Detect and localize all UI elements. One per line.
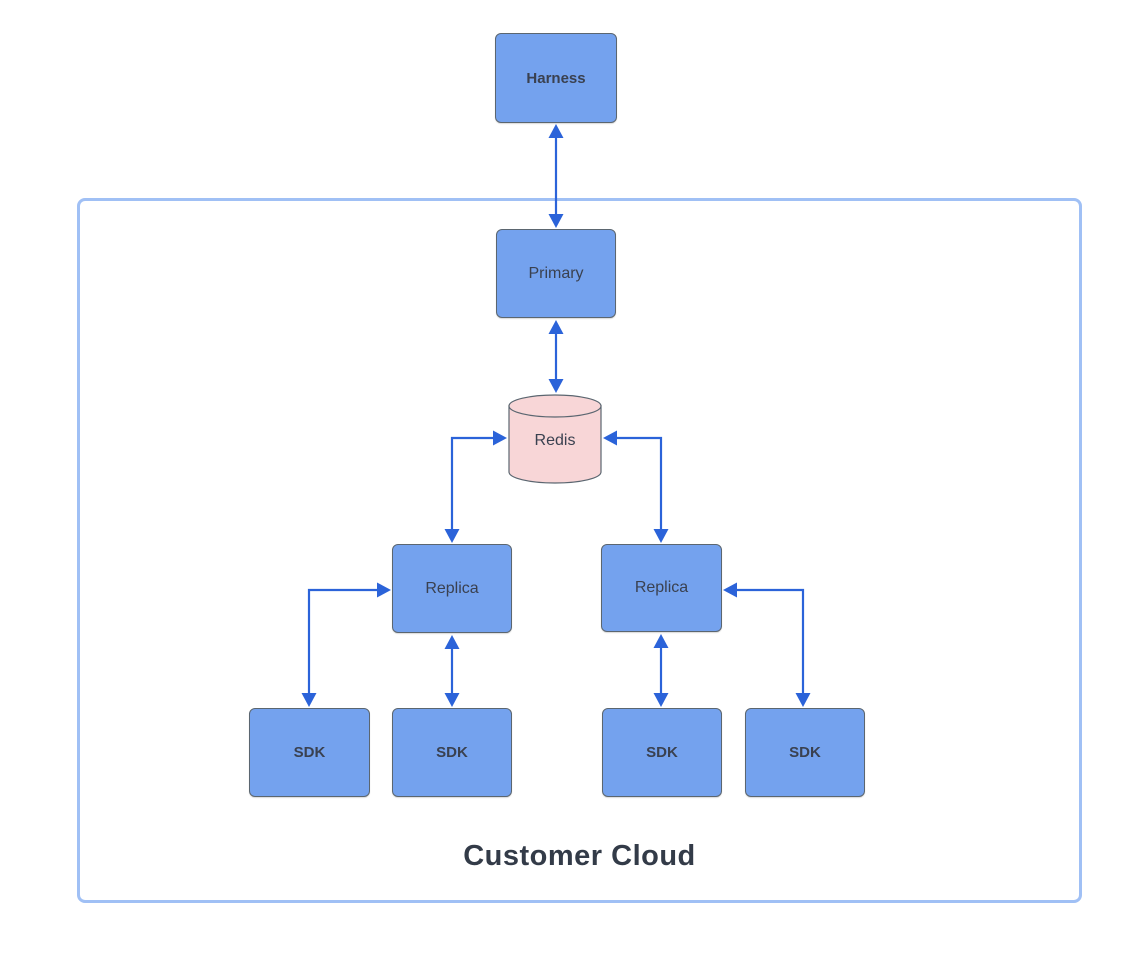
node-sdk-3-label: SDK xyxy=(646,744,678,761)
node-sdk-3: SDK xyxy=(602,708,722,797)
node-replica-right: Replica xyxy=(601,544,722,632)
node-sdk-4-label: SDK xyxy=(789,744,821,761)
node-harness: Harness xyxy=(495,33,617,123)
node-sdk-2-label: SDK xyxy=(436,744,468,761)
node-primary-label: Primary xyxy=(528,264,584,282)
node-redis: Redis xyxy=(509,398,601,483)
customer-cloud-container xyxy=(77,198,1082,903)
customer-cloud-title: Customer Cloud xyxy=(463,840,696,872)
node-redis-label: Redis xyxy=(534,431,576,449)
node-sdk-1: SDK xyxy=(249,708,370,797)
node-harness-label: Harness xyxy=(526,69,586,87)
node-sdk-4: SDK xyxy=(745,708,865,797)
node-replica-left-label: Replica xyxy=(425,579,479,597)
node-sdk-1-label: SDK xyxy=(293,744,326,761)
node-sdk-2: SDK xyxy=(392,708,512,797)
node-primary: Primary xyxy=(496,229,616,318)
node-replica-left: Replica xyxy=(392,544,512,633)
node-replica-right-label: Replica xyxy=(634,579,689,596)
